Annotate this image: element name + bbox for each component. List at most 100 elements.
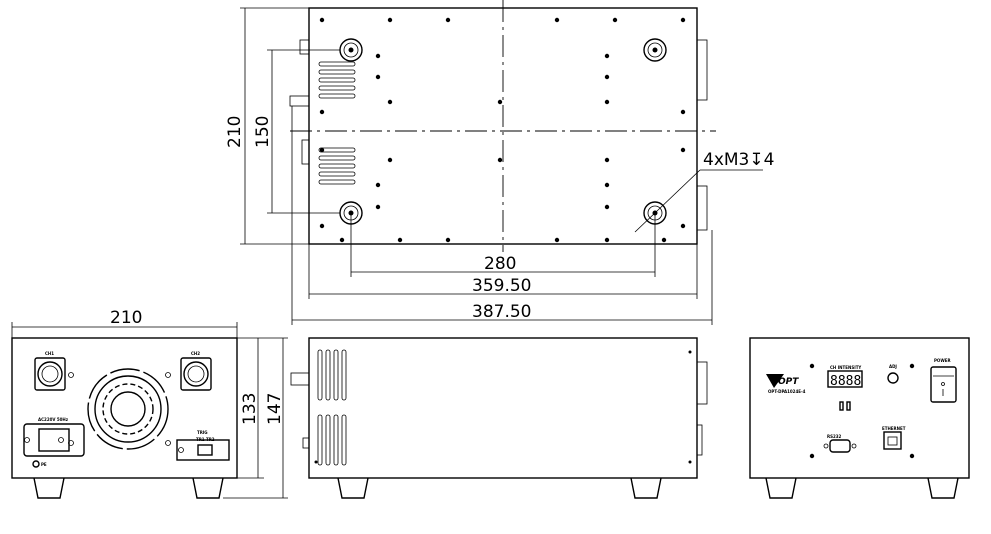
vent-slot [325,414,331,466]
screw-hole [612,17,618,23]
screw-hole [319,109,325,115]
brand-logo-text: OPT [778,377,799,387]
side-tab [299,39,310,55]
model-label: OPT-DPA1024E-4 [768,389,806,394]
power-switch[interactable] [930,366,957,403]
power-inlet [23,423,85,457]
screw-hole [688,460,692,464]
vent-slot [318,163,356,169]
vent-slot [318,179,356,185]
dim-hole-spacing-y: 150 [253,116,273,148]
screw-hole [375,53,381,59]
intensity-label: CH INTENSITY [830,365,861,370]
screw-hole [497,99,503,105]
screw-hole [661,237,667,243]
screw-hole [680,223,686,229]
screw-hole [680,17,686,23]
screw-hole [375,182,381,188]
screw-hole [554,237,560,243]
screw-holes [319,17,686,243]
screw-hole [165,440,171,446]
ethernet-port [883,431,902,450]
side-view-outline [308,337,698,479]
screw-hole [178,447,184,453]
mounting-hole-ring [647,42,663,58]
mounting-hole [643,38,667,62]
screw-hole [387,17,393,23]
side-tab [301,139,310,165]
vent-slot [318,93,356,99]
front-view: OPT OPT-DPA1024E-4 CH INTENSITY 8888 ADJ… [749,337,970,499]
vent-slot [318,77,356,83]
rs232-label: RS232 [827,434,842,439]
screw-hole [397,237,403,243]
screw-hole [809,363,815,369]
screw-hole [165,372,171,378]
screw-hole [387,99,393,105]
vent-slot [318,85,356,91]
screw-hole [339,237,345,243]
screw-hole [688,350,692,354]
side-connector [696,185,708,231]
screw-hole [375,204,381,210]
dim-body-height: 133 [240,393,260,425]
screw-hole [909,363,915,369]
fan-grille [87,368,169,450]
bnc-connector [290,372,310,386]
screw-hole [375,74,381,80]
trigger-terminal [176,439,230,461]
intensity-display [827,370,863,388]
dip-switch[interactable] [846,401,851,411]
vent-slot [318,171,356,177]
ch2-connector [180,357,212,391]
screw-hole [387,157,393,163]
vent-slot [333,349,339,401]
screw-hole [497,157,503,163]
feet [33,477,224,499]
ch1-connector [34,357,66,391]
dim-overall-height: 147 [265,393,285,425]
power-inlet-label: AC220V 50Hz [38,417,69,422]
dip-switch[interactable] [839,401,844,411]
vent-slot [325,349,331,401]
screw-hole [68,440,74,446]
thread-callout: 4xM3↧4 [703,150,774,170]
screw-hole [604,204,610,210]
screw-hole [604,237,610,243]
screw-hole [319,223,325,229]
screw-hole [554,17,560,23]
screw-hole [680,147,686,153]
dim-body-width: 359.50 [472,276,531,296]
power-label: POWER [934,358,951,363]
rear-view: CH1 CH2 AC220V 50Hz PE TRIG TR1 TR2 210 [11,308,288,499]
vent-slot [333,414,339,466]
feet [765,477,959,499]
vent-slot [318,69,356,75]
dim-rear-width: 210 [110,308,142,328]
screw-hole [319,17,325,23]
screw-hole [604,53,610,59]
trigger-pins-label: TR1 TR2 [196,437,215,442]
dim-depth: 210 [225,116,245,148]
vent-slots [317,349,347,466]
screw-hole [604,157,610,163]
display-digits: 8888 [830,374,861,389]
rear-panel-outline [11,337,238,479]
mounting-hole-ring [343,42,359,58]
ground-label: PE [41,462,47,467]
screw-hole [314,460,318,464]
screw-hole [680,109,686,115]
side-connector [696,361,708,405]
ethernet-label: ETHERNET [882,426,906,431]
side-view [290,337,708,499]
vent-slot [318,155,356,161]
adj-knob[interactable] [887,372,899,384]
vent-slots [318,61,356,185]
vent-slot [317,414,323,466]
rs232-port [829,439,851,453]
screw-hole [604,99,610,105]
ch2-label: CH2 [191,351,200,356]
vent-slot [317,349,323,401]
vent-slot [341,349,347,401]
